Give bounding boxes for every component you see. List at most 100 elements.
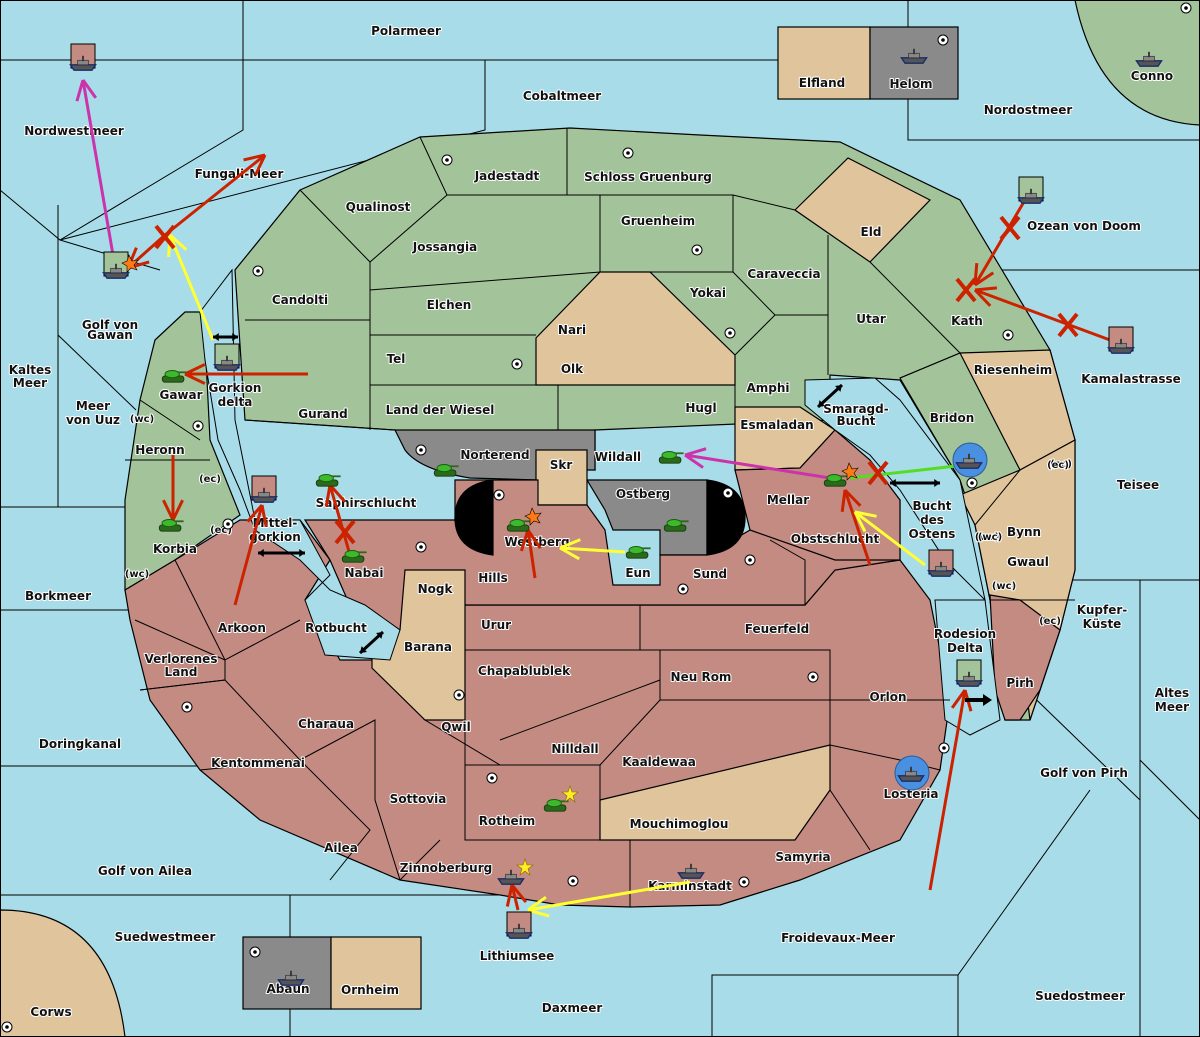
- army-unit-icon[interactable]: [663, 519, 690, 532]
- fleet-unit-icon[interactable]: [213, 343, 241, 371]
- label--wc-: (wc): [125, 569, 149, 580]
- label-gorkion: Gorkion: [209, 381, 262, 395]
- bounce-icon: [841, 462, 859, 481]
- arrow-head: [559, 546, 580, 561]
- arrow-head: [184, 372, 206, 385]
- label-charaua: Charaua: [298, 717, 354, 731]
- fleet-unit-icon[interactable]: [1017, 176, 1045, 204]
- order-arrow: [974, 288, 1111, 342]
- label-ornheim: Ornheim: [341, 983, 399, 997]
- label-land: Land: [165, 665, 198, 679]
- army-unit-icon[interactable]: [433, 464, 460, 477]
- army-unit-icon[interactable]: [658, 451, 685, 464]
- arrow-head: [974, 271, 995, 287]
- region-eld[interactable]: [794, 157, 931, 263]
- sea-gorkion[interactable]: [199, 268, 401, 661]
- order-arrow: [854, 510, 926, 567]
- order-arrow: [510, 884, 520, 911]
- label-kath: Kath: [951, 314, 983, 328]
- label-barana: Barana: [404, 640, 452, 654]
- label-nogk: Nogk: [418, 582, 454, 596]
- label-hugl: Hugl: [685, 401, 716, 415]
- order-arrow: [328, 484, 352, 556]
- label-smaragd-: Smaragd-: [823, 402, 888, 416]
- order-arrow: [928, 689, 967, 891]
- supply-center-icon: [677, 583, 689, 595]
- build-star-icon: [561, 785, 579, 803]
- order-arrow: [526, 529, 537, 579]
- label-daxmeer: Daxmeer: [542, 1001, 603, 1015]
- fleet-unit-icon[interactable]: [505, 911, 533, 939]
- label-heronn: Heronn: [135, 443, 184, 457]
- label-eld: Eld: [861, 225, 882, 239]
- label-froidevaux-meer: Froidevaux-Meer: [781, 931, 895, 945]
- fleet-unit-icon[interactable]: [952, 442, 988, 478]
- label--wc-: (wc): [975, 532, 999, 543]
- bounce-icon: [121, 254, 139, 273]
- region-ornheim[interactable]: [330, 936, 422, 1010]
- label-nilldall: Nilldall: [551, 742, 598, 756]
- label-von-uuz: von Uuz: [66, 413, 120, 427]
- label-chapablublek: Chapablublek: [478, 664, 571, 678]
- label-skr: Skr: [550, 458, 573, 472]
- fleet-unit-icon[interactable]: [69, 43, 97, 71]
- label-kaltes: Kaltes: [9, 363, 52, 377]
- label-rodesion: Rodesion: [934, 627, 996, 641]
- label-rotbucht: Rotbucht: [305, 621, 367, 635]
- arrow-head: [559, 538, 581, 550]
- failed-order-x-icon: [955, 277, 977, 303]
- order-arrow: [168, 234, 215, 341]
- fleet-unit-icon[interactable]: [1107, 326, 1135, 354]
- supply-center-icon: [486, 772, 498, 784]
- label--wc-: (wc): [130, 414, 154, 425]
- label-caraveccia: Caraveccia: [747, 267, 820, 281]
- label-qwil: Qwil: [441, 720, 471, 734]
- army-unit-icon[interactable]: [543, 785, 579, 812]
- army-unit-icon[interactable]: [161, 370, 188, 383]
- label-mouchimoglou: Mouchimoglou: [630, 817, 729, 831]
- arrow-head: [843, 488, 862, 507]
- arrow-head: [684, 447, 707, 457]
- arrow-head: [168, 233, 188, 251]
- arrow-head: [171, 499, 184, 521]
- arrow-head: [246, 504, 264, 523]
- army-unit-icon[interactable]: [506, 507, 542, 532]
- label-nordwestmeer: Nordwestmeer: [24, 124, 124, 138]
- convoy-route-arrow-icon: [213, 333, 238, 341]
- fleet-unit-icon[interactable]: [497, 858, 534, 885]
- label-tel: Tel: [387, 352, 406, 366]
- label-gorkion: gorkion: [249, 530, 301, 544]
- arrow-head: [162, 499, 175, 521]
- order-arrow: [527, 880, 691, 912]
- region-skr[interactable]: [535, 449, 588, 506]
- order-arrow: [849, 463, 966, 480]
- army-unit-icon[interactable]: [625, 546, 652, 559]
- label-eun: Eun: [625, 566, 650, 580]
- supply-center-icon: [938, 742, 950, 754]
- region-corws[interactable]: [0, 909, 126, 1037]
- label-golf-von: Golf von: [82, 318, 138, 332]
- units: [69, 43, 1163, 986]
- fleet-unit-icon[interactable]: [894, 755, 930, 791]
- label-kentommenai: Kentommenai: [211, 756, 305, 770]
- label-bucht: Bucht: [836, 414, 875, 428]
- region-elfland[interactable]: [777, 26, 871, 100]
- supply-center-icon: [1180, 2, 1192, 14]
- label-arkoon: Arkoon: [218, 621, 266, 635]
- fleet-unit-icon[interactable]: [102, 251, 139, 279]
- fleet-unit-icon[interactable]: [250, 475, 278, 503]
- label-esmaladan: Esmaladan: [740, 418, 813, 432]
- label-kaaldewaa: Kaaldewaa: [622, 755, 696, 769]
- failed-order-x-icon: [154, 224, 176, 250]
- label--wc-: (wc): [978, 532, 1002, 543]
- army-unit-icon[interactable]: [315, 474, 342, 487]
- fleet-unit-icon[interactable]: [955, 659, 983, 687]
- label-ostens: Ostens: [909, 527, 956, 541]
- army-unit-icon[interactable]: [158, 519, 185, 532]
- army-unit-icon[interactable]: [823, 462, 859, 487]
- label-doringkanal: Doringkanal: [39, 737, 121, 751]
- army-unit-icon[interactable]: [341, 550, 368, 563]
- fleet-unit-icon[interactable]: [927, 549, 955, 577]
- failed-order-x-icon: [867, 460, 889, 486]
